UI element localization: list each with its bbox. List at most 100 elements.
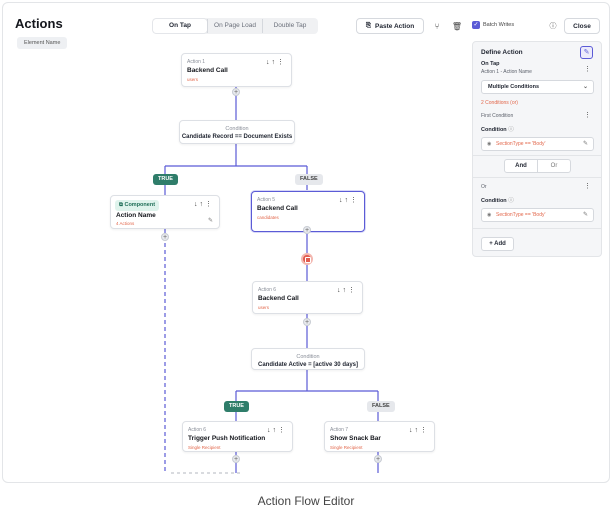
action-toolbar[interactable]: ↓↑⋮ [337, 286, 357, 294]
action-toolbar[interactable]: ↓↑⋮ [266, 58, 286, 66]
action-card-5[interactable]: Action 5 Backend Call candidates ↓↑⋮ [251, 191, 365, 232]
condition-count: 2 Conditions (or) [481, 100, 518, 106]
tab-on-page-load[interactable]: On Page Load [207, 19, 263, 33]
action-toolbar[interactable]: ↓↑⋮ [339, 196, 359, 204]
false-branch-pill: FALSE [367, 401, 395, 412]
false-branch-pill: FALSE [295, 174, 323, 185]
or-option[interactable]: Or [550, 163, 558, 169]
action-card-7[interactable]: Action 7 Show Snack Bar Single Recipient… [324, 421, 435, 452]
condition-type-select[interactable]: Multiple Conditions⌄ [481, 80, 594, 94]
condition-card-2[interactable]: Condition Candidate Active = [active 30 … [251, 348, 365, 370]
more-icon[interactable]: ⋮ [584, 183, 591, 190]
move-up-icon[interactable]: ↑ [344, 197, 350, 204]
move-down-icon[interactable]: ↓ [267, 427, 273, 434]
condition-2-value: SectionType == 'Body' [496, 212, 546, 218]
condition-label: Condition [296, 354, 320, 360]
move-down-icon[interactable]: ↓ [266, 59, 272, 66]
paste-action-label: Paste Action [375, 22, 415, 30]
condition-2-field[interactable]: ◉ SectionType == 'Body' ✎ [481, 208, 594, 222]
move-up-icon[interactable]: ↑ [414, 427, 420, 434]
edit-icon[interactable]: ✎ [582, 141, 588, 147]
editor-window: Action 1 Backend Call users ↓↑⋮ + Condit… [2, 2, 610, 483]
flow-canvas[interactable]: Action 1 Backend Call users ↓↑⋮ + Condit… [3, 3, 609, 482]
action-step-label: Action 5 [257, 197, 276, 203]
add-action-icon[interactable]: + [303, 318, 311, 326]
or-label: Or [481, 184, 487, 190]
move-down-icon[interactable]: ↓ [339, 197, 345, 204]
condition-1-field[interactable]: ◉ SectionType == 'Body' ✎ [481, 137, 594, 151]
add-action-icon[interactable]: + [161, 233, 169, 241]
delete-icon[interactable]: 🗑 [451, 21, 463, 31]
action-card-push[interactable]: Action 6 Trigger Push Notification Singl… [182, 421, 293, 452]
action-card-6[interactable]: Action 6 Backend Call users ↓↑⋮ [252, 281, 363, 314]
divider [473, 177, 601, 178]
add-action-icon[interactable]: + [232, 455, 240, 463]
move-up-icon[interactable]: ↑ [199, 201, 205, 208]
action-toolbar[interactable]: ↓↑⋮ [267, 426, 287, 434]
plus-icon: + [489, 241, 495, 247]
panel-title: Define Action [481, 49, 523, 56]
action-name: Show Snack Bar [330, 435, 381, 442]
divider [473, 228, 601, 229]
edit-icon[interactable]: ✎ [207, 218, 213, 224]
action-sub: candidates [257, 215, 279, 220]
add-action-icon[interactable]: + [232, 88, 240, 96]
trigger-tabs: On Tap On Page Load Double Tap [152, 18, 318, 34]
action-sub: Single Recipient [188, 445, 221, 450]
condition-label: Condition ⓘ [481, 198, 514, 204]
add-action-icon[interactable]: + [303, 226, 311, 234]
move-up-icon[interactable]: ↑ [342, 287, 348, 294]
info-icon: ⓘ [508, 198, 514, 204]
tab-on-tap[interactable]: On Tap [153, 19, 207, 33]
figure-caption: Action Flow Editor [257, 494, 355, 508]
action-step-label: Action 6 [258, 287, 277, 293]
eye-icon: ◉ [487, 212, 492, 218]
edit-icon[interactable]: ✎ [580, 46, 593, 59]
paste-action-button[interactable]: ⎘ Paste Action [356, 18, 424, 34]
action-sub: users [258, 305, 270, 310]
more-icon[interactable]: ⋮ [348, 287, 357, 294]
condition-1-value: SectionType == 'Body' [496, 141, 546, 147]
divider [473, 155, 601, 156]
condition-expression: Candidate Record == Document Exists [181, 134, 293, 140]
more-icon[interactable]: ⋮ [350, 197, 359, 204]
more-icon[interactable]: ⋮ [420, 427, 429, 434]
move-down-icon[interactable]: ↓ [194, 201, 200, 208]
info-icon: ⓘ [508, 127, 514, 133]
more-icon[interactable]: ⋮ [278, 427, 287, 434]
action-card-1[interactable]: Action 1 Backend Call users ↓↑⋮ [181, 53, 292, 87]
branch-icon[interactable]: ⑂ [434, 21, 440, 31]
move-up-icon[interactable]: ↑ [271, 59, 277, 66]
edit-icon[interactable]: ✎ [582, 212, 588, 218]
add-action-icon[interactable]: + [374, 455, 382, 463]
and-or-toggle[interactable]: And Or [504, 159, 571, 173]
action-toolbar[interactable]: ↓↑⋮ [409, 426, 429, 434]
condition-expression: Candidate Active = [active 30 days] [258, 362, 358, 368]
move-down-icon[interactable]: ↓ [337, 287, 343, 294]
tab-double-tap[interactable]: Double Tap [273, 22, 307, 29]
more-icon[interactable]: ⋮ [277, 59, 286, 66]
action-step-label: Action 1 [187, 59, 206, 65]
more-icon[interactable]: ⋮ [205, 201, 214, 208]
eye-icon: ◉ [487, 141, 492, 147]
panel-trigger-sub: Action 1 - Action Name [481, 69, 532, 75]
component-toolbar[interactable]: ↓↑⋮ [194, 200, 214, 208]
component-name: Action Name [116, 212, 156, 219]
more-icon[interactable]: ⋮ [584, 66, 591, 73]
more-icon[interactable]: ⋮ [584, 112, 591, 119]
terminate-icon[interactable] [301, 253, 313, 265]
clipboard-icon: ⎘ [365, 22, 372, 29]
add-condition-button[interactable]: + Add [481, 237, 514, 251]
component-icon: ⧉ [119, 202, 125, 208]
batch-writes-checkbox[interactable]: ✓ [472, 21, 480, 29]
component-card[interactable]: ⧉ Component ↓↑⋮ Action Name 4 Actions ✎ [110, 195, 220, 229]
move-down-icon[interactable]: ↓ [409, 427, 415, 434]
element-name-chip[interactable]: Element Name [17, 37, 68, 49]
and-option[interactable]: And [505, 160, 538, 172]
action-sub: users [187, 77, 199, 82]
panel-trigger: On Tap [481, 61, 500, 67]
condition-card-1[interactable]: Condition Candidate Record == Document E… [179, 120, 295, 144]
move-up-icon[interactable]: ↑ [272, 427, 278, 434]
info-icon[interactable]: ⓘ [549, 23, 557, 30]
close-button[interactable]: Close [564, 18, 600, 34]
